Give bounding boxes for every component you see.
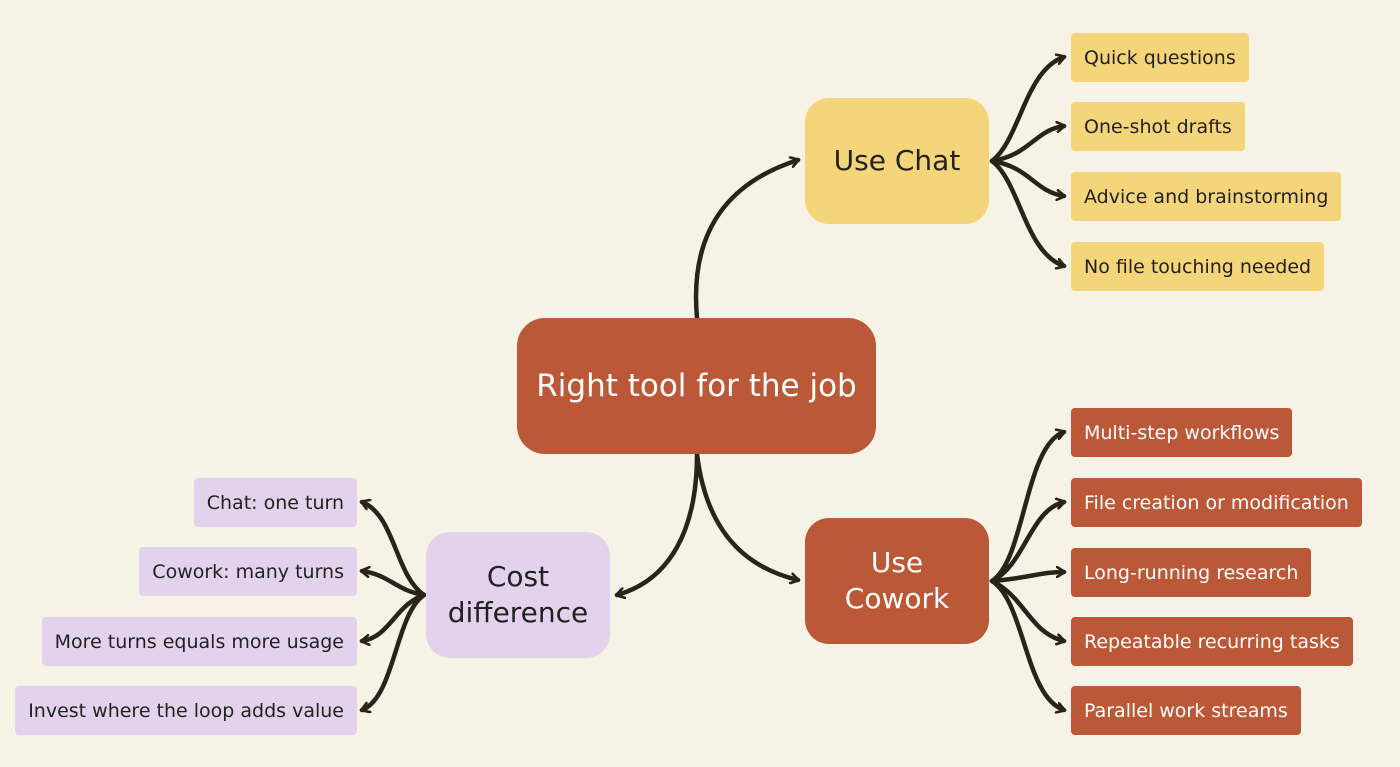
- cost-item-chat-one-turn: Chat: one turn: [193, 478, 357, 527]
- leaf-label: File creation or modification: [1084, 491, 1349, 514]
- leaf-label: More turns equals more usage: [54, 630, 344, 653]
- connector-root-to-cost: [617, 451, 700, 595]
- cost-difference-label: Cost difference: [448, 559, 589, 632]
- leaf-label: Parallel work streams: [1084, 699, 1288, 722]
- leaf-label: Cowork: many turns: [152, 560, 344, 583]
- connector-cost-to-more-turns: [362, 592, 427, 641]
- root-label: Right tool for the job: [536, 368, 857, 404]
- connector-root-to-cowork: [694, 451, 798, 580]
- connector-cost-to-chat-one-turn: [359, 502, 427, 598]
- leaf-label: Advice and brainstorming: [1084, 185, 1329, 208]
- connector-cowork-to-long-running: [989, 572, 1064, 584]
- connector-cowork-to-multi-step: [989, 432, 1067, 584]
- connector-cowork-to-parallel: [989, 578, 1067, 710]
- leaf-label: Invest where the loop adds value: [28, 699, 344, 722]
- leaf-label: Long-running research: [1084, 561, 1299, 584]
- cowork-item-file-creation: File creation or modification: [1071, 478, 1362, 527]
- use-cowork-label: Use Cowork: [845, 545, 949, 618]
- chat-item-no-file-touching: No file touching needed: [1071, 242, 1325, 291]
- connector-cost-to-invest: [359, 592, 427, 710]
- leaf-label: No file touching needed: [1084, 255, 1312, 278]
- connector-cost-to-cowork-many-turns: [362, 571, 427, 598]
- cost-item-cowork-many-turns: Cowork: many turns: [139, 547, 357, 596]
- connector-chat-to-quick-questions: [989, 57, 1067, 164]
- use-cowork-label-line2: Cowork: [844, 582, 950, 615]
- cost-difference-label-line1: Cost: [486, 559, 550, 593]
- cost-difference-node: Cost difference: [426, 532, 610, 658]
- use-chat-label: Use Chat: [833, 143, 961, 177]
- leaf-label: Chat: one turn: [206, 491, 344, 514]
- cowork-item-multi-step: Multi-step workflows: [1071, 408, 1293, 457]
- chat-item-one-shot-drafts: One-shot drafts: [1071, 102, 1245, 151]
- connector-chat-to-advice: [989, 158, 1064, 196]
- leaf-label: One-shot drafts: [1084, 115, 1232, 138]
- connector-chat-to-no-file-touching: [989, 158, 1067, 266]
- chat-item-quick-questions: Quick questions: [1071, 33, 1249, 82]
- use-cowork-node: Use Cowork: [805, 518, 989, 644]
- connector-chat-to-one-shot-drafts: [989, 126, 1064, 164]
- use-cowork-label-line1: Use: [870, 545, 924, 579]
- use-chat-node: Use Chat: [805, 98, 989, 224]
- chat-item-advice-brainstorming: Advice and brainstorming: [1071, 172, 1342, 221]
- connector-cowork-to-file-creation: [989, 502, 1064, 584]
- connector-root-to-chat: [693, 160, 798, 321]
- cowork-item-parallel: Parallel work streams: [1071, 686, 1301, 735]
- cost-item-invest: Invest where the loop adds value: [15, 686, 357, 735]
- leaf-label: Repeatable recurring tasks: [1084, 630, 1340, 653]
- leaf-label: Quick questions: [1084, 46, 1236, 69]
- cost-difference-label-line2: difference: [447, 596, 589, 629]
- cowork-item-long-running: Long-running research: [1071, 548, 1312, 597]
- connector-cowork-to-repeatable: [989, 578, 1064, 641]
- leaf-label: Multi-step workflows: [1084, 421, 1280, 444]
- cost-item-more-turns: More turns equals more usage: [41, 617, 357, 666]
- cowork-item-repeatable: Repeatable recurring tasks: [1071, 617, 1353, 666]
- root-node: Right tool for the job: [517, 318, 876, 454]
